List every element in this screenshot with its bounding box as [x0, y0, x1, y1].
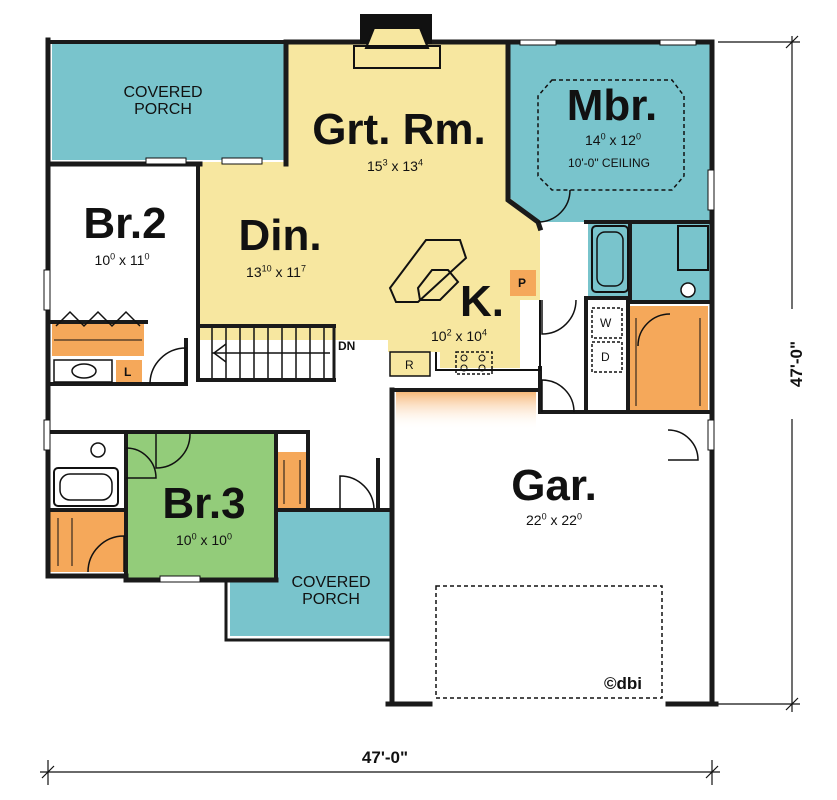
garage-transition-fill [396, 390, 536, 430]
washer-box [591, 307, 623, 339]
linen-fill [116, 360, 142, 382]
burner [460, 364, 468, 372]
covered-porch-top-label: COVERED PORCH [108, 84, 218, 118]
bedroom2-dimensions: 100 x 110 [94, 251, 150, 268]
burner [478, 364, 486, 372]
refrigerator-label: R [405, 358, 414, 372]
washer-label: W [600, 316, 612, 330]
fireplace-box [353, 45, 441, 69]
kitchen-counter [435, 300, 541, 371]
fireplace-hearth [364, 27, 430, 49]
tray-ceiling-outline [537, 79, 685, 191]
stair-treads [211, 328, 330, 378]
bedroom3-closet-fill [276, 452, 308, 510]
master-west-wall [505, 39, 544, 232]
bedroom3-fill [128, 432, 276, 578]
kitchen-name: K. [460, 277, 504, 326]
great-room-fill [200, 44, 540, 368]
bedroom2-name: Br.2 [83, 199, 167, 248]
porch-label-line1: COVERED [123, 84, 203, 101]
linen-label: L [124, 365, 132, 379]
front-porch-edge [224, 578, 394, 642]
great-room-dimensions: 153 x 134 [367, 157, 423, 174]
sink [71, 363, 97, 379]
covered-porch-top-fill [52, 44, 284, 160]
overall-depth-label: 47'-0" [787, 309, 807, 419]
covered-porch-front-fill [230, 510, 390, 636]
dining-dimensions: 1310 x 117 [246, 263, 306, 280]
dryer-box [591, 341, 623, 373]
stair-down-label: DN [338, 339, 356, 353]
master-bedroom-dimensions: 140 x 120 [585, 131, 641, 148]
range [455, 351, 493, 375]
kitchen-island [388, 239, 468, 303]
master-shower [677, 225, 709, 271]
garage-door-outline [435, 585, 663, 699]
covered-porch-front-label: COVERED PORCH [276, 574, 386, 608]
bedroom3-name: Br.3 [162, 479, 246, 528]
garage-dimensions: 220 x 220 [526, 511, 582, 528]
bedroom3-dimensions: 100 x 100 [176, 531, 232, 548]
burner [478, 354, 486, 362]
dining-name: Din. [238, 211, 322, 260]
porch-label-line2: PORCH [134, 101, 192, 118]
master-tub [591, 225, 629, 293]
hall-closet-fill [50, 512, 126, 572]
burner [460, 354, 468, 362]
great-room-name: Grt. Rm. [312, 105, 486, 154]
door-swings [87, 189, 699, 573]
garage-name: Gar. [511, 461, 597, 510]
hall-tub-inner [59, 473, 113, 501]
windows [43, 39, 715, 583]
master-ceiling-note: 10'-0" CEILING [568, 156, 650, 170]
copyright-label: ©dbi [604, 674, 643, 693]
master-tub-inner [596, 231, 624, 287]
kitchen-dimensions: 102 x 104 [431, 327, 487, 344]
closet-shelf [55, 310, 141, 328]
hall-tub [53, 467, 119, 507]
refrigerator-box [389, 351, 431, 377]
master-closet-fill [630, 306, 708, 412]
closet-hatching [57, 318, 701, 566]
master-bedroom-name: Mbr. [566, 81, 658, 130]
dryer-label: D [601, 350, 610, 364]
hall-toilet [90, 442, 106, 458]
overall-width-label: 47'-0" [330, 748, 440, 768]
front-porch-label-line1: COVERED [291, 574, 371, 591]
master-toilet [680, 282, 696, 298]
vanity [53, 359, 113, 383]
front-porch-label-line2: PORCH [302, 591, 360, 608]
pantry-label: P [518, 276, 527, 290]
pantry-fill [510, 270, 536, 296]
